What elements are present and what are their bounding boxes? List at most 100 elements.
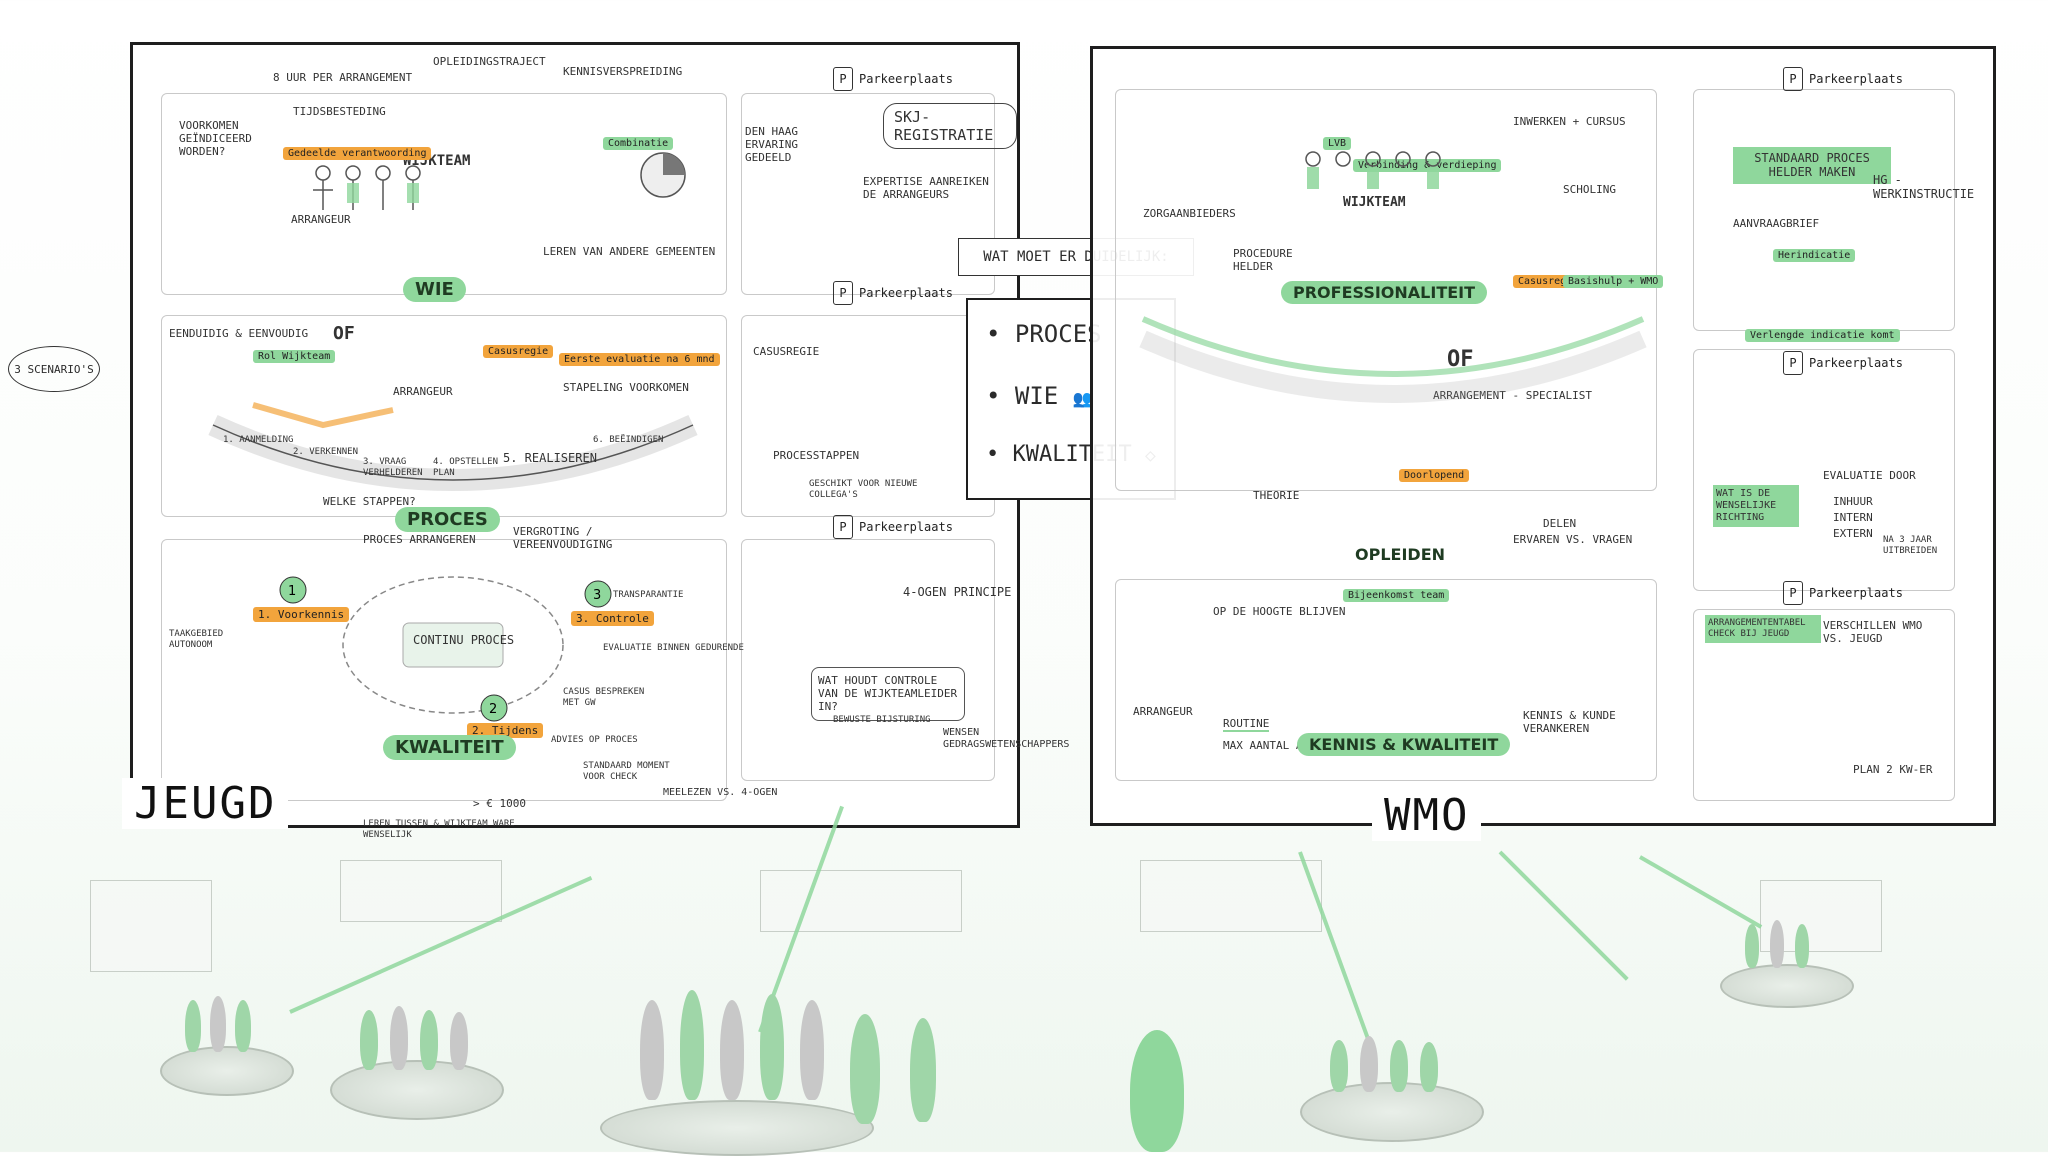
note: Aanvraagbrief	[1733, 217, 1820, 230]
note: Stapeling voorkomen	[563, 381, 689, 394]
note: Evaluatie binnen gedurende	[603, 643, 744, 653]
board-label-jeugd: JEUGD	[122, 778, 289, 829]
person	[910, 1018, 936, 1122]
center-item-text: WIE	[1014, 382, 1059, 410]
wmo-board: Zorgaanbieders Wijkteam LVB Verbinding &…	[1090, 46, 1996, 826]
proces-step: 4. Opstellen plan	[433, 457, 499, 478]
note: HG - werkinstructie	[1873, 173, 1975, 202]
person	[185, 1000, 201, 1052]
wmo-parking-2	[1693, 349, 1955, 591]
note: Plan 2 KW-er	[1853, 763, 1933, 776]
note: Kennisverspreiding	[563, 65, 683, 78]
parking-icon: P	[1783, 351, 1803, 375]
parking-text: Wat is de wenselijke richting	[1713, 485, 1799, 527]
scenarios-label: 3 SCENARIO'S	[14, 362, 94, 376]
note: Arrangeur	[1133, 705, 1193, 718]
jeugd-section-bottom	[161, 539, 727, 801]
section-title-kwaliteit: KWALITEIT	[383, 735, 516, 760]
kwaliteit-item: 3. Controle	[571, 611, 654, 626]
light-beam	[1639, 855, 1763, 929]
person	[1360, 1036, 1378, 1092]
parking-icon: P	[1783, 67, 1803, 91]
note: Wat houdt controle van de wijkteamleider…	[811, 667, 965, 721]
parking-icon: P	[833, 515, 853, 539]
person	[1795, 924, 1809, 968]
jeugd-parking-3	[741, 539, 995, 781]
pie-icon	[640, 152, 686, 198]
person	[360, 1010, 378, 1070]
person	[1330, 1040, 1348, 1092]
note: Vergroting / Vereenvoudiging	[513, 525, 613, 552]
note-highlight: Rol Wijkteam	[253, 350, 336, 363]
light-beam	[1498, 850, 1629, 981]
center-item-proces: • PROCES	[986, 320, 1102, 348]
parking-icon: P	[833, 281, 853, 305]
note-highlight: Verlengde indicatie komt	[1745, 329, 1900, 342]
note-highlight: Casusregie	[483, 345, 554, 358]
parking-title: Parkeerplaats	[1809, 356, 1903, 370]
svg-text:3: 3	[593, 588, 601, 603]
wmo-section-top	[1115, 89, 1657, 491]
note: 8 uur per arrangement	[273, 71, 413, 84]
process-arc	[208, 402, 698, 491]
proces-step: 3. Vraag verhelderen	[363, 457, 423, 478]
person	[680, 990, 704, 1100]
person	[1420, 1042, 1438, 1092]
continuous-cycle	[342, 576, 564, 714]
crowd-platform	[600, 1100, 874, 1156]
presenter	[1130, 1030, 1184, 1152]
note-highlight: Bijeenkomst team	[1343, 589, 1450, 602]
note: Leren tussen & wijkteam ware wenselijk	[363, 819, 515, 840]
note: Scholing	[1563, 183, 1616, 196]
note: Processtappen	[773, 449, 860, 462]
parking-wmo-3: P Parkeerplaats	[1783, 581, 1903, 605]
parking-title: Parkeerplaats	[1809, 586, 1903, 600]
person	[420, 1010, 438, 1070]
wmo-parking-3	[1693, 609, 1955, 801]
note: Intern	[1833, 511, 1873, 524]
note: Delen	[1543, 517, 1577, 530]
person	[235, 1000, 251, 1052]
note: Leren van andere gemeenten	[543, 245, 716, 258]
note: Na 3 jaar uitbreiden	[1883, 535, 1938, 556]
note: Meelezen vs. 4-ogen	[663, 787, 778, 798]
note: Arrangement - specialist	[1433, 389, 1592, 402]
wijkteam-illustration	[313, 165, 421, 210]
section-title-proces: PROCES	[395, 507, 500, 532]
crowd-platform	[330, 1060, 504, 1120]
process-arc	[1139, 316, 1647, 403]
wmo-parking-1	[1693, 89, 1955, 331]
section-title-opleiden: OPLEIDEN	[1355, 545, 1446, 564]
note: Voorkomen geïndiceerd worden?	[179, 119, 252, 159]
section-title-wie: WIE	[403, 277, 466, 302]
parking-text: Arrangemententabel check bij Jeugd	[1705, 615, 1821, 643]
note: Opleidingstraject	[433, 55, 546, 68]
jeugd-board: 8 uur per arrangement Opleidingstraject …	[130, 42, 1069, 840]
note-highlight: Gedeelde verantwoording	[283, 147, 432, 160]
svg-text:1: 1	[288, 584, 296, 599]
note: Bewuste bijsturing	[833, 715, 931, 725]
board-label-wmo: WMO	[1372, 790, 1482, 841]
note: Tijdsbesteding	[293, 105, 386, 118]
note: Zorgaanbieders	[1143, 207, 1236, 220]
note-highlight: Eerste evaluatie na 6 mnd	[559, 353, 720, 366]
note: Procedure helder	[1233, 247, 1293, 274]
parking-text: SKJ-registratie	[883, 103, 1017, 149]
number-circle: 1	[279, 576, 307, 604]
building	[760, 870, 962, 932]
person	[450, 1012, 468, 1070]
note: Standaard moment voor check	[583, 761, 670, 782]
parking-icon: P	[1783, 581, 1803, 605]
note: Casus bespreken met GW	[563, 687, 645, 708]
note: Arrangeur	[393, 385, 453, 398]
note-highlight: Doorlopend	[1399, 469, 1470, 482]
note: Proces arrangeren	[363, 533, 476, 546]
note: Theorie	[1253, 489, 1300, 502]
note-highlight: Verbinding & verdieping	[1353, 159, 1502, 172]
note: Transparantie	[613, 590, 684, 600]
note-highlight: LVB	[1323, 137, 1352, 150]
building	[90, 880, 212, 972]
jeugd-parking-1	[741, 93, 995, 295]
note: Kennis & kunde verankeren	[1523, 709, 1616, 736]
